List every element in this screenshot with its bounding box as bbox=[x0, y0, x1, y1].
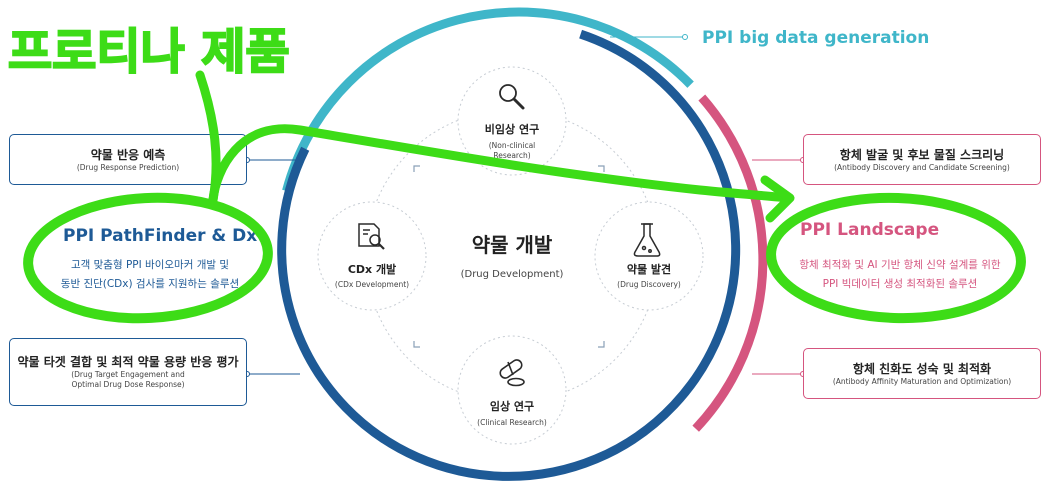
direction-marker bbox=[413, 165, 420, 172]
landscape-description: 항체 최적화 및 AI 기반 항체 신약 설계를 위한 PPI 빅데이터 생성 … bbox=[790, 256, 1010, 294]
box-subtitle: (Antibody Discovery and Candidate Screen… bbox=[834, 162, 1010, 172]
pathfinder-line-1: 고객 맞춤형 PPI 바이오마커 개발 및 bbox=[70, 259, 230, 271]
pink-arc bbox=[692, 94, 768, 432]
pathfinder-description: 고객 맞춤형 PPI 바이오마커 개발 및 동반 진단(CDx) 검사를 지원하… bbox=[40, 256, 260, 294]
document-search-icon bbox=[358, 223, 385, 250]
teal-arc bbox=[282, 7, 694, 193]
node-subtitle: (Clinical Research) bbox=[477, 418, 547, 427]
box-subtitle: (Drug Target Engagement and bbox=[71, 370, 185, 379]
drug-response-prediction-box: 약물 반응 예측 (Drug Response Prediction) bbox=[9, 134, 247, 185]
node-title: 약물 발견 bbox=[627, 262, 671, 276]
connector-dot bbox=[682, 34, 688, 40]
node-subtitle: (Non-clinical bbox=[489, 141, 536, 150]
box-title: 항체 발굴 및 후보 물질 스크리닝 bbox=[839, 147, 1005, 162]
node-subtitle: Research) bbox=[493, 151, 530, 160]
antibody-discovery-box: 항체 발굴 및 후보 물질 스크리닝 (Antibody Discovery a… bbox=[803, 134, 1041, 185]
landscape-title: PPI Landscape bbox=[800, 220, 940, 240]
box-title: 약물 반응 예측 bbox=[90, 147, 166, 162]
node-title: 비임상 연구 bbox=[485, 122, 539, 136]
box-title: 약물 타겟 결합 및 최적 약물 용량 반응 평가 bbox=[17, 355, 239, 369]
drug-target-engagement-box: 약물 타겟 결합 및 최적 약물 용량 반응 평가 (Drug Target E… bbox=[9, 338, 247, 406]
landscape-line-2: PPI 빅데이터 생성 최적화된 솔루션 bbox=[822, 278, 978, 290]
box-subtitle: (Antibody Affinity Maturation and Optimi… bbox=[832, 376, 1012, 386]
direction-marker bbox=[413, 341, 420, 348]
node-title: CDx 개발 bbox=[348, 262, 396, 276]
center-subtitle: (Drug Development) bbox=[461, 269, 564, 280]
magnifier-icon bbox=[499, 84, 525, 110]
box-subtitle: Optimal Drug Dose Response) bbox=[71, 380, 185, 389]
node-circle-cdx bbox=[317, 201, 427, 311]
center-title: 약물 개발 bbox=[472, 233, 553, 257]
node-subtitle: (CDx Development) bbox=[335, 280, 409, 289]
landscape-line-1: 항체 최적화 및 AI 기반 항체 신약 설계를 위한 bbox=[799, 259, 1001, 271]
pathfinder-title: PPI PathFinder & Dx bbox=[63, 226, 258, 246]
node-title: 임상 연구 bbox=[490, 399, 534, 413]
node-subtitle: (Drug Discovery) bbox=[617, 280, 681, 289]
flask-icon bbox=[633, 223, 661, 257]
direction-marker bbox=[598, 341, 605, 348]
pathfinder-line-2: 동반 진단(CDx) 검사를 지원하는 솔루션 bbox=[60, 278, 240, 290]
box-subtitle: (Drug Response Prediction) bbox=[76, 162, 180, 172]
box-title: 항체 친화도 성숙 및 최적화 bbox=[852, 361, 992, 376]
pill-icon bbox=[499, 359, 525, 387]
direction-marker bbox=[598, 165, 605, 172]
top-label: PPI big data generation bbox=[702, 28, 929, 48]
antibody-affinity-box: 항체 친화도 성숙 및 최적화 (Antibody Affinity Matur… bbox=[803, 348, 1041, 399]
node-circle-clinical bbox=[457, 335, 567, 445]
